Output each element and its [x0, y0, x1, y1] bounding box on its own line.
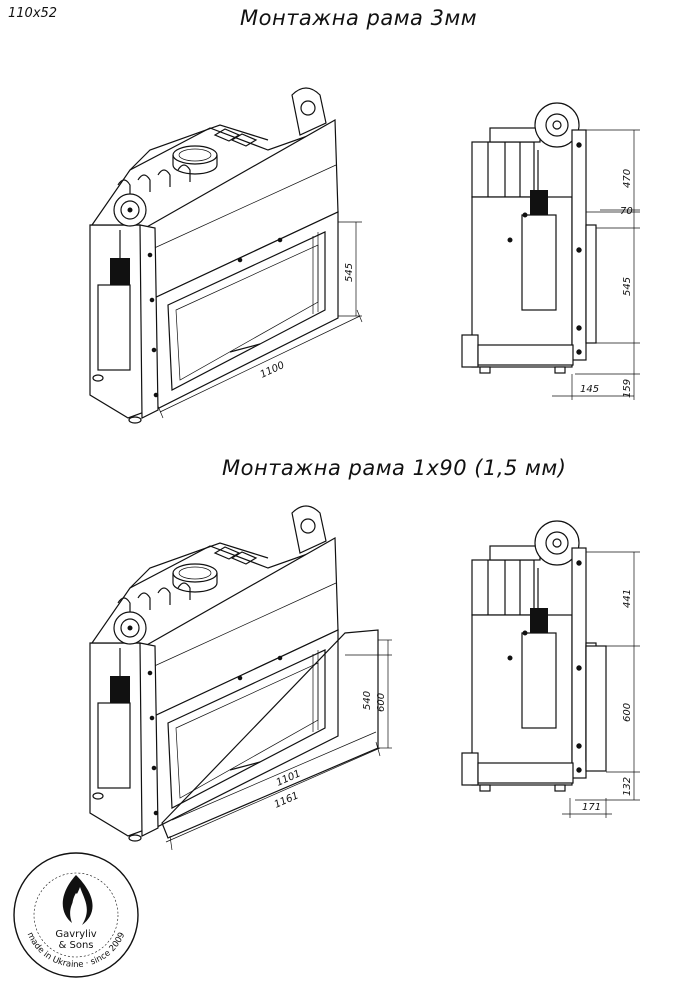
flame-icon [62, 875, 93, 925]
brand-line-2: & Sons [59, 940, 94, 951]
dim-inner-height: 540 [362, 691, 373, 710]
brand-line-1: Gavryliv [55, 929, 96, 940]
side-dim-depth-2: 171 [582, 802, 601, 813]
brand-logo: Gavryliv & Sons made in Ukraine · since … [13, 852, 139, 978]
side-dim-mid: 70 [620, 206, 633, 217]
front-dims-top: 1100 545 [157, 221, 363, 419]
side-dims-top: 470 70 545 145 159 [552, 129, 640, 400]
side-dims-bottom: 441 600 132 171 [562, 551, 640, 818]
dim-width: 1100 [259, 360, 287, 381]
dim-height: 545 [344, 263, 355, 282]
iso-view-bottom [89, 505, 379, 842]
side-view-bottom [461, 520, 607, 792]
iso-view-top [89, 87, 339, 424]
side-dim-bottom-2: 132 [622, 777, 633, 796]
dim-outer-height: 600 [376, 693, 387, 712]
section-title-top: Монтажна рама 3мм [240, 6, 478, 30]
side-view-top [461, 102, 597, 374]
side-dim-depth: 145 [580, 384, 599, 395]
side-dim-height: 545 [622, 277, 633, 296]
side-dim-height-2: 600 [622, 703, 633, 722]
side-dim-top: 470 [622, 169, 633, 188]
model-code: 110x52 [8, 6, 58, 21]
side-dim-top-2: 441 [622, 589, 633, 608]
side-dim-bottom: 159 [622, 379, 633, 398]
section-title-bottom: Монтажна рама 1х90 (1,5 мм) [222, 456, 567, 480]
